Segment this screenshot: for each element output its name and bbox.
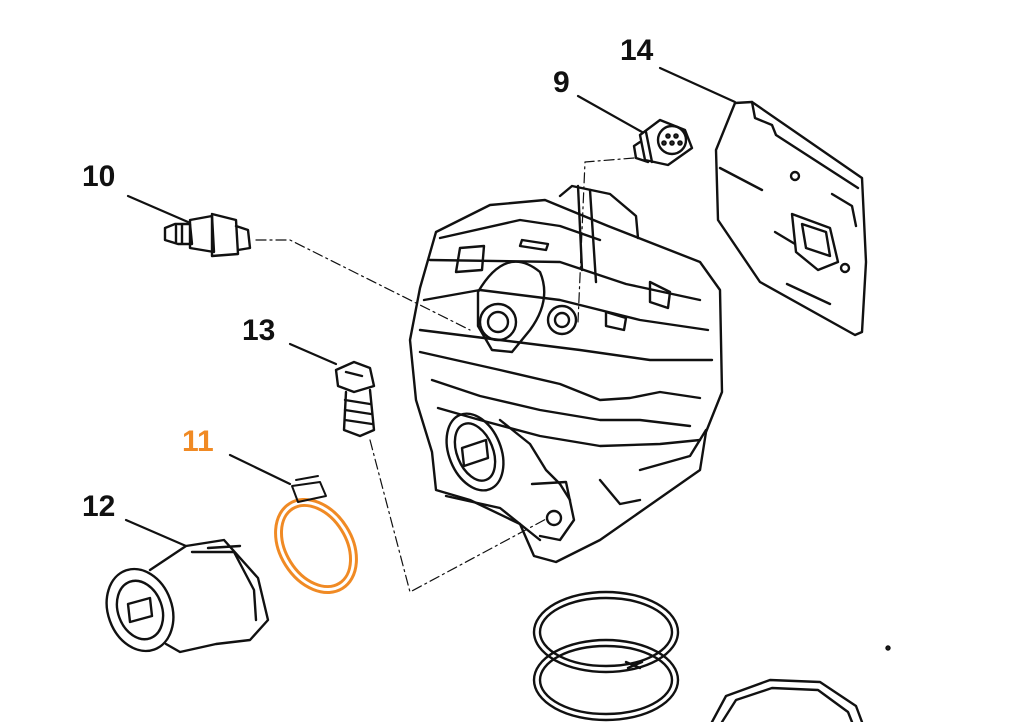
callout-11: 11 [182,425,214,458]
stray-dot [885,645,891,651]
piston [710,678,864,724]
reference-lines [255,157,635,593]
callout-12: 12 [82,490,116,523]
intake-manifold [105,538,270,654]
heat-shield-plate [714,100,868,337]
decompression-valve [632,118,694,167]
callout-14: 14 [620,34,654,67]
piston-rings [532,590,680,722]
hose-clamp-buckle [291,475,327,503]
leader-lines [124,66,737,548]
spark-plug [163,212,252,258]
hose-clamp [274,498,358,594]
callout-10: 10 [82,160,116,193]
screw [334,360,376,438]
callout-9: 9 [553,66,570,99]
callout-13: 13 [242,314,276,347]
cylinder [408,184,724,564]
